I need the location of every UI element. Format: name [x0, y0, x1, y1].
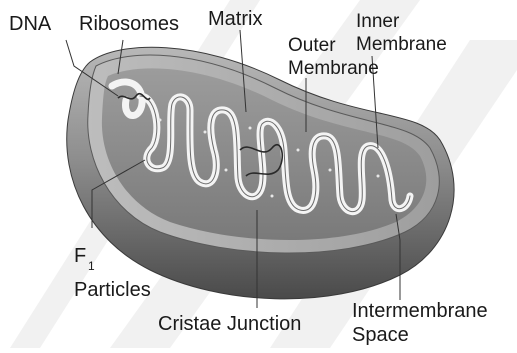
label-inner-line1: Inner [356, 12, 399, 31]
label-outer-line1: Outer [288, 36, 336, 55]
label-f-subscript: 1 [88, 260, 95, 272]
label-matrix: Matrix [208, 9, 262, 29]
label-f: F [74, 246, 86, 266]
label-inner-line2: Membrane [356, 35, 447, 54]
label-ribosomes: Ribosomes [79, 14, 179, 34]
label-intermembrane-line2: Space [352, 325, 409, 345]
label-outer-line2: Membrane [288, 59, 379, 78]
label-intermembrane-line1: Intermembrane [352, 301, 488, 321]
label-f-particles: Particles [74, 280, 151, 300]
label-dna: DNA [9, 14, 51, 34]
label-cristae-junction: Cristae Junction [158, 314, 301, 334]
